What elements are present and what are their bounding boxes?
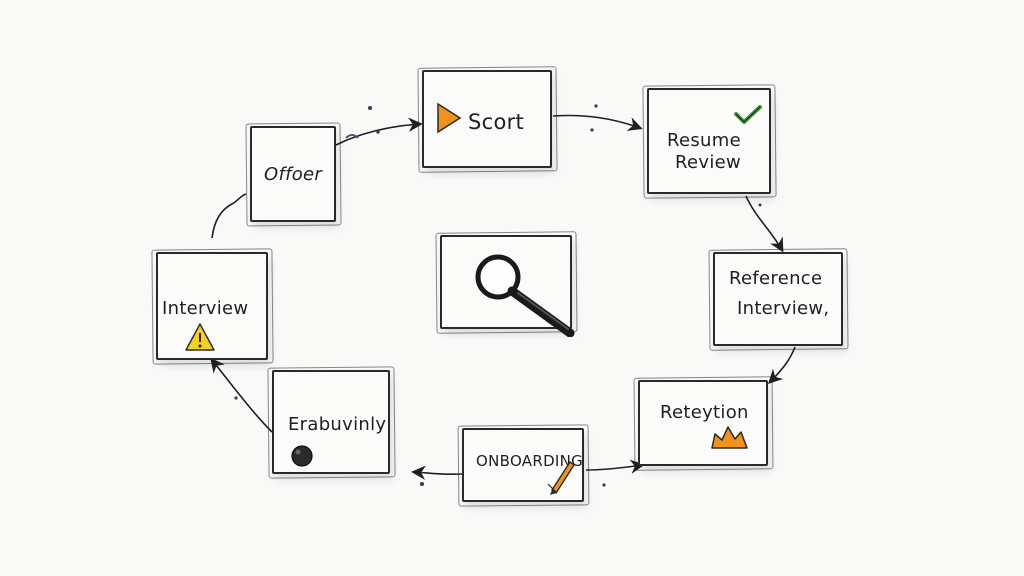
node-retention-label: Reteytion <box>660 402 749 423</box>
arrow-onboarding-to-retention <box>585 459 645 474</box>
arrow-reference-to-retention <box>767 346 796 385</box>
node-evaluating-label: Erabuvinly <box>288 414 387 435</box>
node-resume-review[interactable]: Resume Review <box>647 88 771 194</box>
node-resume-label-line1: Resume <box>667 130 741 151</box>
node-onboarding[interactable]: ONBOARDING <box>462 428 584 502</box>
node-resume-label-line2: Review <box>675 152 742 173</box>
play-triangle-icon <box>437 102 462 134</box>
pen-icon <box>547 460 575 495</box>
node-offer[interactable]: Offoer <box>250 126 336 222</box>
arrow-offer-to-start <box>335 117 423 146</box>
node-reference-label-line2: Interview, <box>737 298 830 319</box>
arrow-resume-to-reference <box>745 195 784 253</box>
arrow-start-to-resume <box>552 114 643 131</box>
fleck-purple-mark <box>345 134 359 139</box>
sketch-flecks <box>234 104 762 487</box>
arrow-evaluating-to-interview <box>210 357 273 433</box>
node-start-label: Scort <box>468 110 525 134</box>
magnifying-glass-icon <box>475 254 575 337</box>
center-search-card <box>440 235 575 337</box>
warning-triangle-icon <box>185 323 215 351</box>
crown-flame-icon <box>711 426 748 449</box>
checkmark-icon <box>734 105 762 124</box>
arrow-onboarding-to-evaluating <box>411 465 463 480</box>
node-retention[interactable]: Reteytion <box>638 380 768 466</box>
node-interview[interactable]: Interview <box>156 252 268 360</box>
node-reference-interview[interactable]: Reference Interview, <box>713 252 843 346</box>
node-onboarding-label: ONBOARDING <box>476 452 584 470</box>
node-interview-label: Interview <box>162 298 249 319</box>
arrow-interview-to-offer <box>211 193 247 239</box>
dark-ball-icon <box>291 445 313 467</box>
node-evaluating[interactable]: Erabuvinly <box>272 370 390 474</box>
node-start[interactable]: Scort <box>422 70 552 168</box>
node-offer-label: Offoer <box>264 164 323 185</box>
node-reference-label-line1: Reference <box>729 268 823 289</box>
